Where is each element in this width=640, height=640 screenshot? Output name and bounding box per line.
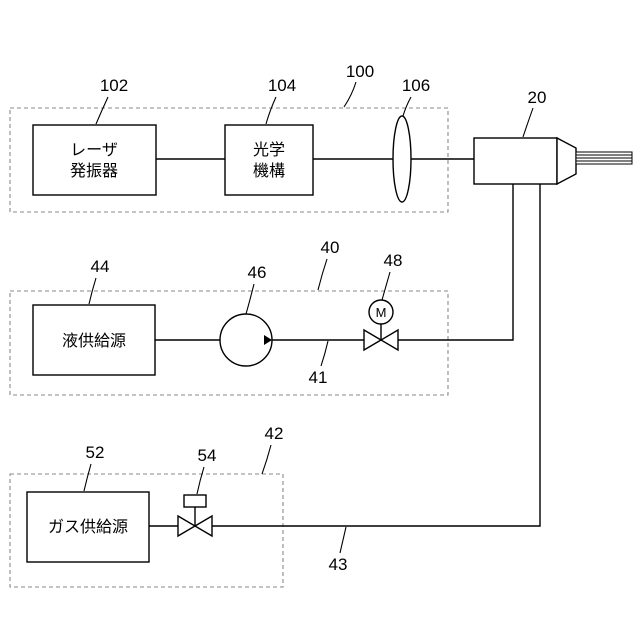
leader-43 [340,527,346,553]
laser-oscillator-label-line2: 発振器 [70,161,118,180]
ref-46: 46 [248,263,267,282]
nozzle-head-tip [557,138,576,184]
ref-104: 104 [268,76,296,95]
optical-mechanism-label-line1: 光学 [253,140,285,159]
laser-oscillator-label-line1: レーザ [70,140,118,159]
optical-mechanism-box [225,125,313,195]
leader-40 [318,259,327,290]
laser-oscillator-box [33,125,156,195]
lens-symbol [393,116,411,202]
ref-40: 40 [321,238,340,257]
ref-54: 54 [198,446,217,465]
gas-valve-right-triangle [195,516,212,536]
ref-42: 42 [265,424,284,443]
ref-52: 52 [86,443,105,462]
leader-106 [403,97,411,116]
leader-46 [246,284,254,314]
gas-valve-actuator [184,495,206,507]
ref-106: 106 [402,76,430,95]
leader-100 [344,82,356,107]
nozzle-head-body [474,138,557,184]
liquid-valve-right-triangle [381,330,398,350]
leader-42 [262,445,271,474]
ref-41: 41 [309,368,328,387]
gas-valve-left-triangle [178,516,195,536]
leader-54 [197,467,204,494]
ref-20: 20 [528,88,547,107]
ref-44: 44 [91,257,110,276]
leader-41 [321,341,328,366]
leader-102 [96,97,108,124]
gas-supply-source-label: ガス供給源 [48,517,128,536]
optical-mechanism-label-line2: 機構 [253,161,285,180]
leader-48 [382,272,390,300]
leader-20 [523,108,533,137]
ref-102: 102 [100,76,128,95]
ref-48: 48 [384,251,403,270]
ref-43: 43 [329,555,348,574]
ref-100: 100 [346,62,374,81]
liquid-pipe-valve-to-head [398,184,513,340]
leader-52 [84,464,91,491]
leader-104 [266,97,276,124]
motor-symbol-label: M [376,305,387,320]
liquid-supply-source-label: 液供給源 [62,331,126,350]
liquid-valve-left-triangle [364,330,381,350]
